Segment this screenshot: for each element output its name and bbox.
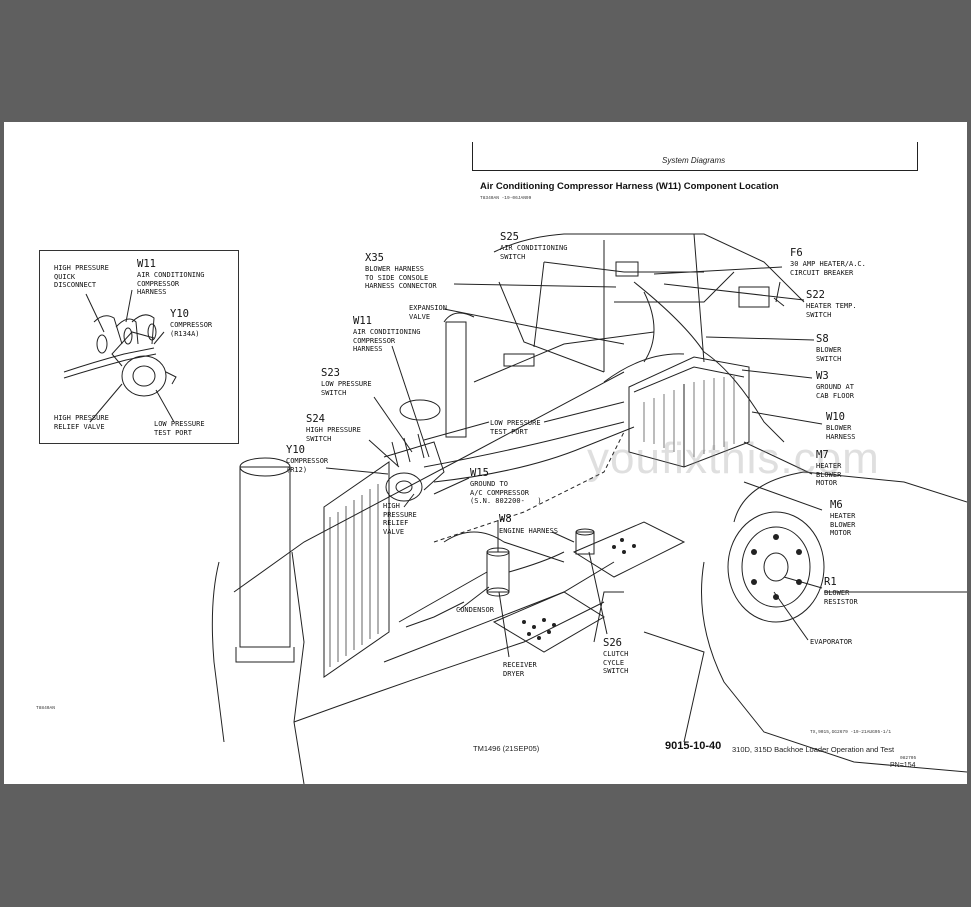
- label-s26-desc: CLUTCH CYCLE SWITCH: [603, 650, 629, 675]
- label-w10-id: W10: [826, 411, 845, 423]
- date-code: 082705: [900, 756, 917, 761]
- figure-code: T8340AN -19-06JAN99: [480, 196, 532, 201]
- label-high-pressure-quick-disconnect: HIGH PRESSURE QUICK DISCONNECT: [54, 264, 109, 289]
- inset-label-y10-desc: COMPRESSOR (R134A): [170, 321, 213, 338]
- label-w10-desc: BLOWER HARNESS: [826, 424, 856, 441]
- label-evaporator: EVAPORATOR: [810, 638, 853, 646]
- label-w11-id: W11: [353, 315, 372, 327]
- label-f6-desc: 30 AMP HEATER/A.C. CIRCUIT BREAKER: [790, 260, 866, 277]
- inset-label-w11-desc: AIR CONDITIONING COMPRESSOR HARNESS: [137, 271, 205, 296]
- label-w3-id: W3: [816, 370, 829, 382]
- label-y10-id: Y10: [286, 444, 305, 456]
- section-header: System Diagrams: [662, 156, 726, 165]
- watermark: youfixthis.com: [587, 434, 880, 483]
- label-r1-id: R1: [824, 576, 837, 588]
- label-w8-id: W8: [499, 513, 512, 525]
- label-r1-desc: BLOWER RESISTOR: [824, 589, 858, 606]
- manual-number: TM1496 (21SEP05): [473, 744, 540, 753]
- inset-label-high-pressure-relief-valve: HIGH PRESSURE RELIEF VALVE: [54, 414, 109, 431]
- label-m7-id: M7: [816, 449, 829, 461]
- schematic-drawing: [63, 233, 967, 784]
- inset-label-y10-id: Y10: [170, 308, 189, 320]
- label-s8-desc: BLOWER SWITCH: [816, 346, 842, 363]
- label-w11-desc: AIR CONDITIONING COMPRESSOR HARNESS: [353, 328, 421, 353]
- label-s26-id: S26: [603, 637, 622, 649]
- label-w15-desc: GROUND TO A/C COMPRESSOR (S.N. 802200- ): [470, 480, 542, 505]
- label-high-pressure-relief-valve: HIGH PRESSURE RELIEF VALVE: [383, 502, 417, 536]
- label-receiver-dryer: RECEIVER DRYER: [503, 661, 537, 678]
- label-s8-id: S8: [816, 333, 829, 345]
- label-s24-id: S24: [306, 413, 325, 425]
- label-expansion-valve: EXPANSION VALVE: [409, 304, 447, 321]
- reference-code: TX,9015,GG2679 -19-21AUG95-1/1: [810, 730, 892, 735]
- manual-page: System Diagrams Air Conditioning Compres…: [4, 122, 967, 784]
- page-number: 9015-10-40: [665, 740, 722, 752]
- label-s22-id: S22: [806, 289, 825, 301]
- label-condensor: CONDENSOR: [456, 606, 494, 614]
- page-title: Air Conditioning Compressor Harness (W11…: [480, 181, 779, 192]
- manual-subtitle: 310D, 315D Backhoe Loader Operation and …: [732, 745, 895, 754]
- inset-label-w11-id: W11: [137, 258, 156, 270]
- label-x35-desc: BLOWER HARNESS TO SIDE CONSOLE HARNESS C…: [365, 265, 437, 290]
- label-y10-desc: COMPRESSOR (R12): [286, 457, 329, 474]
- art-code: T8840AN: [36, 706, 55, 711]
- label-s23-id: S23: [321, 367, 340, 379]
- label-s23-desc: LOW PRESSURE SWITCH: [321, 380, 372, 397]
- header-rule: [472, 142, 918, 171]
- label-w3-desc: GROUND AT CAB FLOOR: [816, 383, 854, 400]
- label-m6-id: M6: [830, 499, 843, 511]
- label-low-pressure-test-port: LOW PRESSURE TEST PORT: [490, 419, 541, 436]
- label-s25-desc: AIR CONDITIONING SWITCH: [500, 244, 568, 261]
- pn-number: PN=154: [890, 762, 916, 769]
- label-s25-id: S25: [500, 231, 519, 243]
- label-m6-desc: HEATER BLOWER MOTOR: [830, 512, 856, 537]
- label-w8-desc: ENGINE HARNESS: [499, 527, 559, 535]
- label-f6-id: F6: [790, 247, 803, 259]
- label-s22-desc: HEATER TEMP. SWITCH: [806, 302, 857, 319]
- label-m7-desc: HEATER BLOWER MOTOR: [816, 462, 842, 487]
- label-w15-id: W15: [470, 467, 489, 479]
- inset-detail-frame: [39, 250, 239, 444]
- label-x35-id: X35: [365, 252, 384, 264]
- label-s24-desc: HIGH PRESSURE SWITCH: [306, 426, 361, 443]
- inset-label-low-pressure-test-port: LOW PRESSURE TEST PORT: [154, 420, 205, 437]
